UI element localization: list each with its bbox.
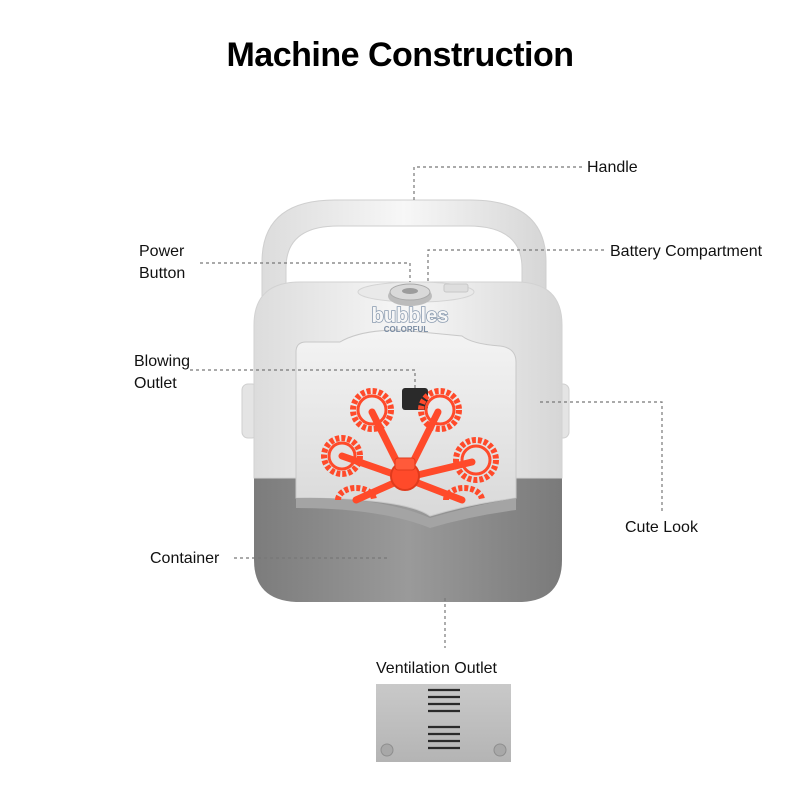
diagram-title: Machine Construction [226, 36, 573, 74]
handle-part [261, 199, 547, 381]
label-cute-look: Cute Look [625, 519, 699, 536]
brand-logo: bubbles [372, 305, 449, 327]
label-blowing-outlet-2: Outlet [134, 375, 177, 392]
label-blowing-outlet-1: Blowing [134, 353, 190, 370]
vent-slots-upper [428, 688, 460, 713]
vent-foot-left [380, 743, 394, 757]
vent-slots-lower [428, 725, 460, 750]
label-battery-compartment: Battery Compartment [610, 243, 763, 260]
label-ventilation-outlet: Ventilation Outlet [376, 660, 498, 677]
label-power-button-2: Button [139, 265, 185, 282]
battery-compartment-cover [443, 283, 469, 293]
cute-look-callout [540, 401, 663, 512]
power-button-callout [200, 262, 411, 282]
label-container: Container [150, 550, 220, 567]
battery-compartment-callout [427, 249, 604, 282]
vent-foot-right [493, 743, 507, 757]
blowing-outlet-slot [402, 388, 428, 410]
bubble-wand [321, 388, 499, 504]
brand-sublogo: COLORFUL [384, 325, 429, 334]
label-handle: Handle [587, 159, 638, 176]
part-labels: Handle Power Button Battery Compartment … [134, 159, 763, 677]
label-power-button-1: Power [139, 243, 185, 260]
bubble-machine: bubbles COLORFUL [241, 199, 570, 602]
blowing-outlet-callout [190, 369, 416, 388]
cavity-lip [296, 497, 516, 528]
handle-callout [413, 166, 582, 200]
power-button[interactable] [388, 283, 432, 306]
callout-lines [190, 166, 663, 648]
ventilation-closeup [376, 684, 511, 762]
